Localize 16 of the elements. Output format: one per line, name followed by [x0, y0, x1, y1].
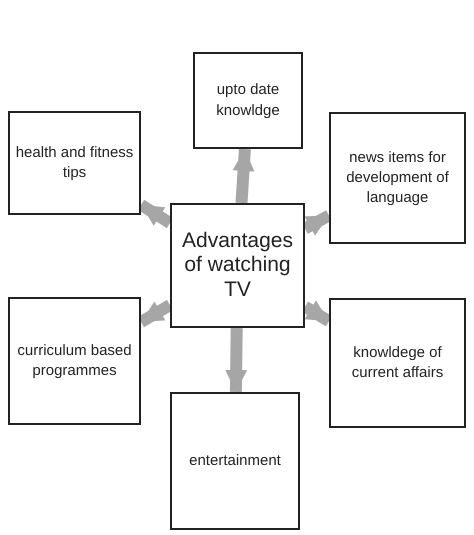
topic-box [329, 112, 466, 244]
central-box [170, 203, 305, 328]
topic-box [170, 392, 300, 530]
topic-box [8, 297, 141, 425]
box-text: news items for development of language [345, 148, 450, 208]
central-text: Advantages of watching TV [181, 229, 294, 302]
topic-box [8, 111, 141, 215]
box-text: health and fitness tips [14, 142, 134, 183]
box-text: upto date knowldge [215, 80, 281, 120]
topic-box [193, 52, 303, 149]
block-arrow [232, 148, 254, 204]
block-arrow [225, 328, 248, 392]
topic-box [329, 298, 466, 428]
box-text: curriculum based programmes [16, 340, 133, 381]
box-text: knowldege of current affairs [350, 342, 444, 383]
box-text: entertainment [188, 450, 282, 471]
